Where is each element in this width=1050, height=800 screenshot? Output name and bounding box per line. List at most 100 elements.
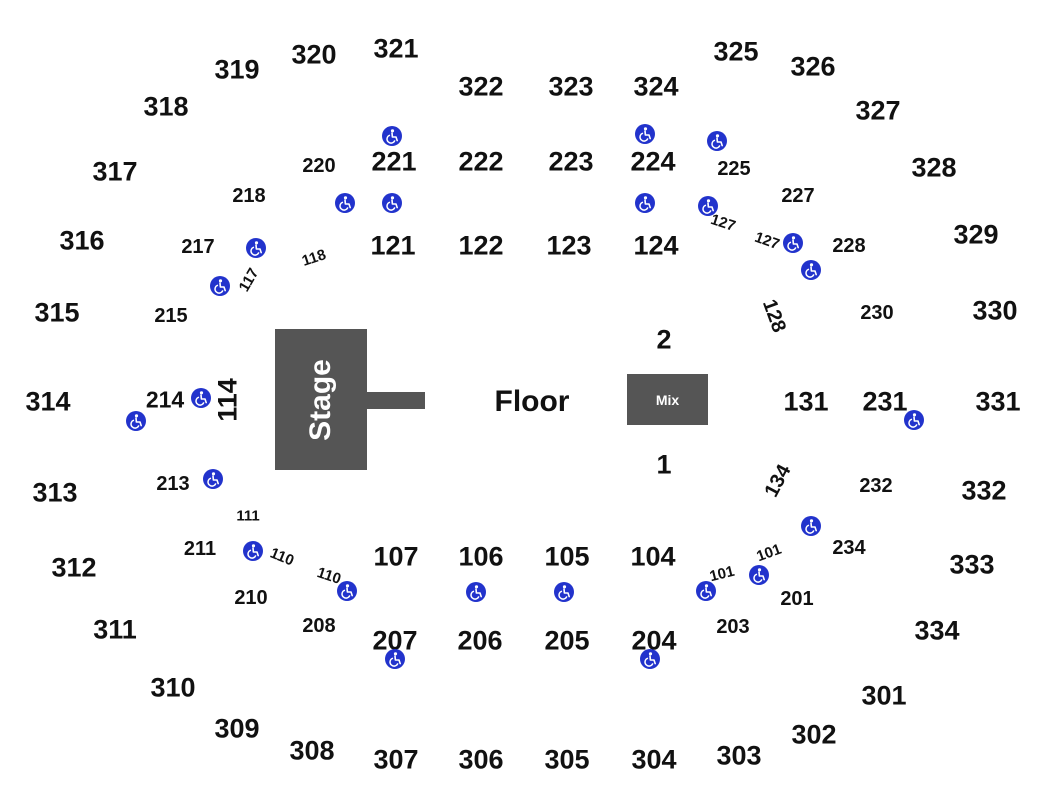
section-312[interactable]: 312 bbox=[51, 552, 97, 583]
section-234[interactable]: 234 bbox=[832, 537, 866, 559]
section-134[interactable]: 134 bbox=[760, 461, 796, 501]
section-317[interactable]: 317 bbox=[92, 156, 138, 187]
wheelchair-icon bbox=[904, 410, 924, 430]
section-117[interactable]: 117 bbox=[235, 265, 263, 295]
section-111[interactable]: 111 bbox=[236, 507, 260, 525]
section-324[interactable]: 324 bbox=[633, 71, 679, 102]
wheelchair-icon bbox=[337, 581, 357, 601]
section-123[interactable]: 123 bbox=[546, 230, 592, 261]
wheelchair-icon bbox=[243, 541, 263, 561]
section-121[interactable]: 121 bbox=[370, 230, 416, 261]
wheelchair-icon bbox=[191, 388, 211, 408]
section-329[interactable]: 329 bbox=[953, 219, 999, 250]
section-217[interactable]: 217 bbox=[181, 236, 215, 258]
section-230[interactable]: 230 bbox=[860, 302, 894, 324]
wheelchair-icon bbox=[783, 233, 803, 253]
section-306[interactable]: 306 bbox=[458, 744, 504, 775]
section-227[interactable]: 227 bbox=[781, 185, 815, 207]
section-320[interactable]: 320 bbox=[291, 39, 337, 70]
section-319[interactable]: 319 bbox=[214, 54, 260, 85]
section-223[interactable]: 223 bbox=[548, 146, 594, 177]
section-110-a[interactable]: 110 bbox=[267, 544, 297, 570]
section-221[interactable]: 221 bbox=[371, 146, 417, 177]
section-310[interactable]: 310 bbox=[150, 672, 196, 703]
section-201[interactable]: 201 bbox=[780, 588, 814, 610]
section-301[interactable]: 301 bbox=[861, 680, 907, 711]
section-131[interactable]: 131 bbox=[783, 386, 829, 417]
section-118[interactable]: 118 bbox=[299, 246, 329, 270]
wheelchair-icon bbox=[466, 582, 486, 602]
section-231[interactable]: 231 bbox=[862, 386, 908, 417]
section-327[interactable]: 327 bbox=[855, 95, 901, 126]
section-215[interactable]: 215 bbox=[154, 305, 188, 327]
section-307[interactable]: 307 bbox=[373, 744, 419, 775]
section-106[interactable]: 106 bbox=[458, 541, 504, 572]
section-305[interactable]: 305 bbox=[544, 744, 590, 775]
section-203[interactable]: 203 bbox=[716, 616, 750, 638]
section-302[interactable]: 302 bbox=[791, 719, 837, 750]
wheelchair-icon bbox=[335, 193, 355, 213]
section-206[interactable]: 206 bbox=[457, 625, 503, 656]
floor-section-2[interactable]: 2 bbox=[656, 324, 672, 355]
section-114[interactable]: 114 bbox=[212, 378, 243, 422]
wheelchair-icon bbox=[554, 582, 574, 602]
wheelchair-icon bbox=[640, 649, 660, 669]
section-220[interactable]: 220 bbox=[302, 155, 336, 177]
section-211[interactable]: 211 bbox=[183, 538, 217, 560]
section-323[interactable]: 323 bbox=[548, 71, 594, 102]
wheelchair-icon bbox=[126, 411, 146, 431]
section-304[interactable]: 304 bbox=[631, 744, 677, 775]
section-214[interactable]: 214 bbox=[145, 386, 185, 413]
section-325[interactable]: 325 bbox=[713, 36, 759, 67]
section-124[interactable]: 124 bbox=[633, 230, 679, 261]
section-311[interactable]: 311 bbox=[93, 614, 137, 645]
floor-section-1[interactable]: 1 bbox=[656, 449, 672, 480]
section-222[interactable]: 222 bbox=[458, 146, 504, 177]
section-316[interactable]: 316 bbox=[59, 225, 105, 256]
wheelchair-icon bbox=[246, 238, 266, 258]
wheelchair-icon bbox=[749, 565, 769, 585]
floor-section[interactable]: Floor bbox=[494, 385, 570, 418]
wheelchair-icon bbox=[382, 126, 402, 146]
section-331[interactable]: 331 bbox=[975, 386, 1021, 417]
section-208[interactable]: 208 bbox=[302, 615, 336, 637]
section-225[interactable]: 225 bbox=[717, 158, 751, 180]
section-326[interactable]: 326 bbox=[790, 51, 836, 82]
section-105[interactable]: 105 bbox=[544, 541, 590, 572]
section-104[interactable]: 104 bbox=[630, 541, 676, 572]
section-328[interactable]: 328 bbox=[911, 152, 957, 183]
section-318[interactable]: 318 bbox=[143, 91, 189, 122]
wheelchair-icon bbox=[801, 516, 821, 536]
section-330[interactable]: 330 bbox=[972, 295, 1018, 326]
section-128[interactable]: 128 bbox=[757, 296, 791, 336]
section-315[interactable]: 315 bbox=[34, 297, 80, 328]
section-313[interactable]: 313 bbox=[32, 477, 78, 508]
section-334[interactable]: 334 bbox=[914, 615, 960, 646]
stage-label: Stage bbox=[304, 359, 337, 441]
section-224[interactable]: 224 bbox=[630, 146, 676, 177]
section-101-b[interactable]: 101 bbox=[754, 540, 784, 566]
wheelchair-icon bbox=[635, 193, 655, 213]
section-218[interactable]: 218 bbox=[232, 185, 266, 207]
section-308[interactable]: 308 bbox=[289, 735, 335, 766]
section-322[interactable]: 322 bbox=[458, 71, 504, 102]
section-309[interactable]: 309 bbox=[214, 713, 260, 744]
section-205[interactable]: 205 bbox=[544, 625, 590, 656]
section-314[interactable]: 314 bbox=[25, 386, 71, 417]
wheelchair-icon bbox=[698, 196, 718, 216]
section-213[interactable]: 213 bbox=[156, 473, 190, 495]
section-232[interactable]: 232 bbox=[859, 475, 893, 497]
stage-runway bbox=[367, 392, 425, 409]
wheelchair-icon bbox=[635, 124, 655, 144]
section-303[interactable]: 303 bbox=[716, 740, 762, 771]
section-321[interactable]: 321 bbox=[373, 33, 419, 64]
section-332[interactable]: 332 bbox=[961, 475, 1007, 506]
section-127-b[interactable]: 127 bbox=[752, 228, 782, 254]
section-228[interactable]: 228 bbox=[832, 235, 866, 257]
section-107[interactable]: 107 bbox=[373, 541, 419, 572]
wheelchair-icon bbox=[707, 131, 727, 151]
section-122[interactable]: 122 bbox=[458, 230, 504, 261]
section-333[interactable]: 333 bbox=[949, 549, 995, 580]
section-210[interactable]: 210 bbox=[234, 587, 268, 609]
